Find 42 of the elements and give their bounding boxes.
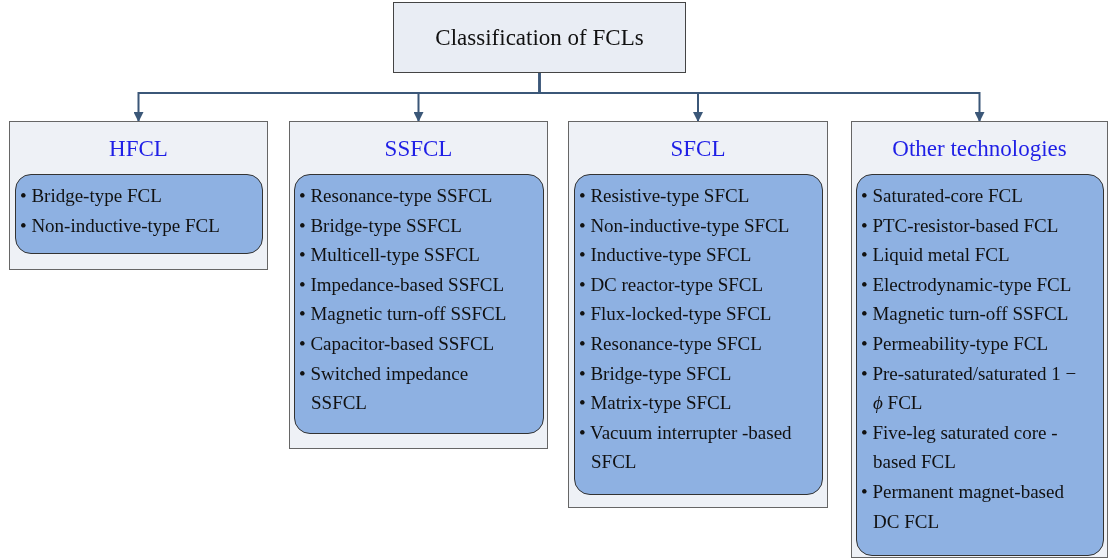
item-list-panel [15, 174, 263, 254]
list-item: • Inductive-type SFCL [579, 243, 753, 268]
category-panel [568, 121, 828, 508]
item-list-panel [294, 174, 544, 434]
list-item: • Vacuum interrupter -based SFCL [579, 420, 793, 475]
list-item: • Switched impedance SSFCL [299, 361, 470, 416]
list-item: • Bridge-type SSFCL [299, 213, 463, 238]
list-item: • PTC-resistor-based FCL [861, 213, 1060, 238]
list-item: • Capacitor-based SSFCL [299, 331, 496, 356]
list-item: • Impedance-based SSFCL [299, 272, 506, 297]
category-heading: SFCL [669, 136, 727, 162]
list-item: • Resonance-type SSFCL [299, 184, 494, 208]
list-item: • Liquid metal FCL [861, 243, 1011, 268]
list-item: • Non-inductive-type FCL [20, 213, 221, 238]
category-heading: SSFCL [383, 136, 454, 162]
category-panel [289, 121, 548, 449]
list-item: • Pre-saturated/saturated 1 − ϕ FCL [861, 361, 1078, 416]
list-item: • Magnetic turn-off SSFCL [299, 302, 508, 327]
list-item: • Permanent magnet-based DC FCL [861, 479, 1065, 534]
list-item: • Saturated-core FCL [861, 184, 1024, 208]
list-item: • Permeability-type FCL [861, 331, 1050, 356]
item-list-panel [856, 174, 1104, 556]
category-heading: Other technologies [891, 136, 1068, 162]
list-item: • Electrodynamic-type FCL [861, 272, 1073, 297]
list-item: • Resistive-type SFCL [579, 184, 751, 208]
item-list-panel [574, 174, 823, 495]
list-item: • Bridge-type FCL [20, 184, 163, 208]
list-item: • Non-inductive-type SFCL [579, 213, 791, 238]
category-panel [851, 121, 1108, 558]
list-item: • Five-leg saturated core -based FCL [861, 420, 1059, 475]
title-box [393, 2, 686, 73]
connector-arrow [538, 72, 985, 122]
list-item: • Multicell-type SSFCL [299, 243, 481, 268]
list-item: • Resonance-type SFCL [579, 331, 763, 356]
category-heading: HFCL [108, 136, 169, 162]
list-item: • Magnetic turn-off SSFCL [861, 302, 1070, 327]
list-item: • Matrix-type SFCL [579, 391, 733, 416]
list-item: • DC reactor-type SFCL [579, 272, 765, 297]
list-item: • Bridge-type SFCL [579, 361, 733, 386]
list-item: • Flux-locked-type SFCL [579, 302, 773, 327]
box-title: Classification of FCLs [435, 24, 644, 51]
category-panel [9, 121, 268, 270]
